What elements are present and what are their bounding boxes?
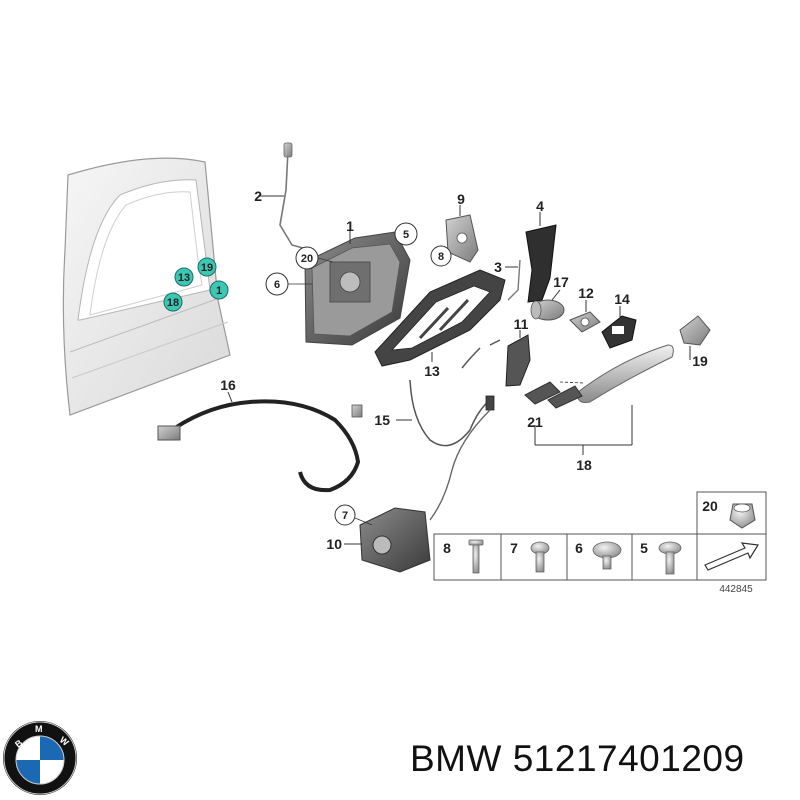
part-label-3: 3 — [494, 259, 502, 275]
part-15-bowden-cable: 15 — [374, 339, 501, 447]
fastener-label-5: 5 — [640, 540, 648, 556]
part-label-1: 1 — [346, 218, 354, 234]
bmw-logo: B M W — [3, 721, 77, 795]
callout-7: 7 — [334, 504, 373, 526]
part-label-10: 10 — [326, 536, 342, 552]
part-label-19: 19 — [692, 353, 708, 369]
part-4-seal: 4 — [525, 198, 557, 303]
part-label-20: 20 — [301, 253, 313, 265]
part-label-18: 18 — [576, 457, 592, 473]
part-18-outer-handle — [524, 344, 674, 409]
part-1-lock-actuator: 1 — [304, 218, 411, 346]
door-marker-13-label: 13 — [178, 272, 190, 284]
callout-5: 5 — [394, 222, 418, 246]
door-shell — [62, 157, 231, 416]
fastener-label-7: 7 — [510, 540, 518, 556]
callout-6: 6 — [265, 272, 312, 296]
part-17-lock-cylinder: 17 — [530, 274, 569, 321]
part-label-11: 11 — [514, 316, 529, 332]
door-marker-18-label: 18 — [167, 297, 179, 309]
part-label-6: 6 — [274, 279, 280, 291]
door-marker-18: 18 — [163, 292, 183, 312]
part-19-cap: 19 — [679, 315, 711, 369]
brand-name: BMW — [410, 738, 502, 779]
door-marker-1-label: 1 — [216, 285, 222, 297]
bracket-21-18: 21 18 — [527, 405, 633, 473]
part-14-gasket: 14 — [601, 291, 637, 349]
part-number: 51217401209 — [512, 738, 745, 779]
part-12-clip: 12 — [569, 285, 601, 333]
screw-5 — [658, 541, 682, 575]
door-marker-1: 1 — [209, 280, 229, 300]
door-marker-19: 19 — [197, 257, 217, 277]
fastener-label-6: 6 — [575, 540, 583, 556]
brand-part-number: BMW 51217401209 — [410, 738, 745, 780]
screw-7 — [530, 541, 550, 573]
door-marker-19-label: 19 — [201, 262, 213, 274]
part-10-door-latch: 10 — [326, 409, 491, 573]
door-marker-13: 13 — [174, 267, 194, 287]
fastener-label-20: 20 — [702, 498, 718, 514]
part-label-2: 2 — [254, 188, 262, 204]
part-3-rod: 3 — [494, 259, 521, 301]
fastener-table: 8 7 6 5 20 442845 — [433, 491, 767, 595]
part-label-7: 7 — [342, 510, 348, 522]
part-label-4: 4 — [536, 198, 544, 214]
part-label-16: 16 — [220, 377, 236, 393]
part-label-12: 12 — [578, 285, 594, 301]
orientation-arrow-icon — [704, 542, 759, 571]
part-label-15: 15 — [374, 412, 390, 428]
callout-20: 20 — [295, 246, 334, 270]
part-label-21: 21 — [527, 414, 543, 430]
reference-number: 442845 — [719, 584, 753, 595]
clip-20 — [729, 503, 756, 529]
part-11-cover: 11 — [505, 316, 531, 387]
part-9-bracket: 9 — [445, 191, 479, 263]
part-2-rod: 2 — [254, 142, 311, 251]
screw-8 — [468, 539, 484, 574]
svg-text:M: M — [35, 724, 43, 734]
part-label-13: 13 — [424, 363, 440, 379]
part-16-cable: 16 — [157, 377, 363, 493]
part-label-17: 17 — [553, 274, 569, 290]
part-label-9: 9 — [457, 191, 465, 207]
part-13-handle-carrier: 13 — [374, 269, 506, 379]
part-label-5: 5 — [403, 229, 409, 241]
screw-6 — [592, 541, 622, 570]
callout-8: 8 — [430, 245, 452, 267]
part-label-8: 8 — [438, 251, 444, 263]
fastener-label-8: 8 — [443, 540, 451, 556]
svg-text:B: B — [13, 737, 25, 749]
part-label-14: 14 — [614, 291, 630, 307]
